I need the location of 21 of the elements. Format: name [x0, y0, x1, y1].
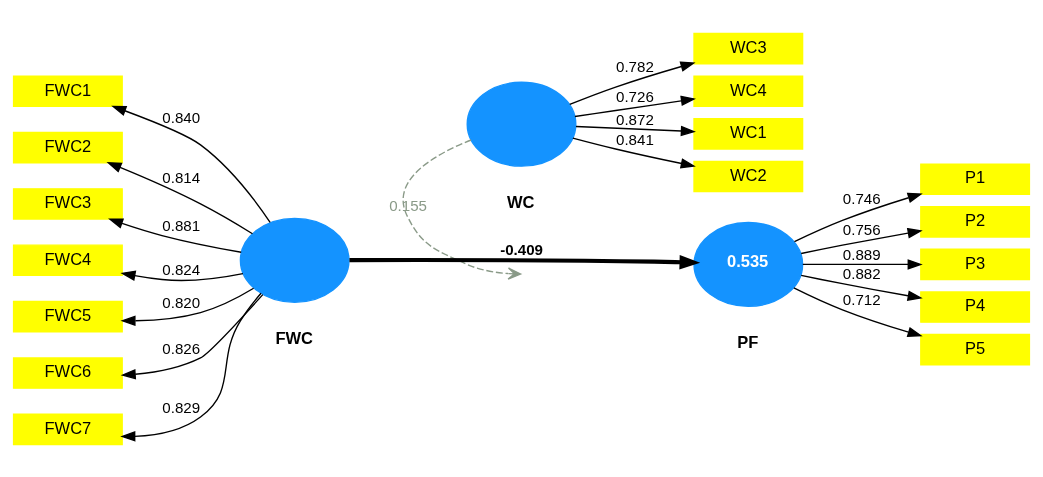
edge-label: 0.881 [162, 216, 201, 234]
edge-label: 0.840 [162, 108, 201, 126]
edge-label: 0.820 [162, 293, 201, 311]
node-label: FWC [275, 328, 313, 347]
edge-label: 0.882 [842, 264, 881, 282]
edge-label: 0.872 [616, 110, 654, 128]
edge-label: 0.889 [842, 245, 881, 263]
edge-label: 0.826 [162, 339, 201, 356]
edge-label: 0.155 [389, 196, 427, 214]
edge-label: 0.746 [842, 189, 881, 207]
node-label: PF [737, 332, 759, 351]
edge-label: 0.726 [616, 87, 654, 105]
edge-label: -0.409 [500, 240, 544, 258]
edge-label: 0.829 [162, 398, 201, 416]
edge-label: 0.814 [162, 168, 201, 186]
edge-label: 0.712 [842, 290, 881, 308]
edge-label: 0.756 [842, 220, 881, 238]
edge-label: 0.824 [162, 260, 201, 278]
edge-label: 0.782 [616, 57, 654, 75]
node-label: WC [507, 192, 535, 211]
edge-label: 0.841 [616, 130, 654, 148]
